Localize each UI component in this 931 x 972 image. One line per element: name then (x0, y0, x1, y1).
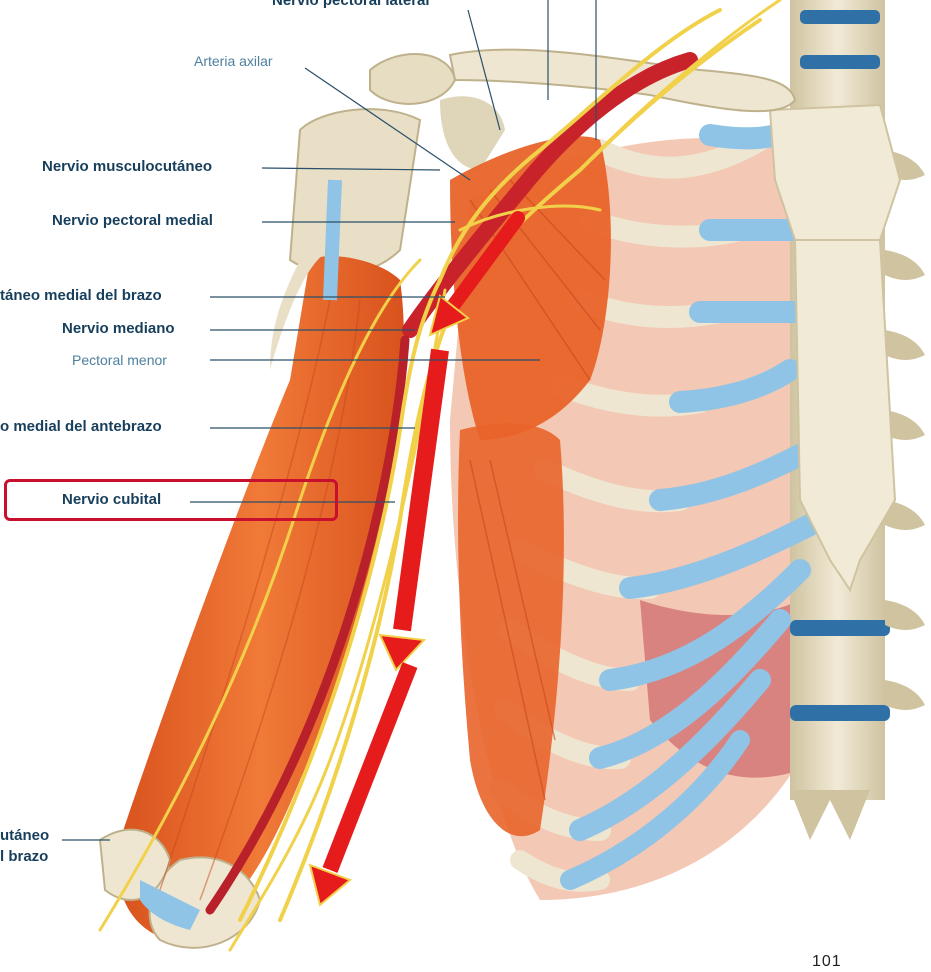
label-nervio-musculocutaneo: Nervio musculocutáneo (42, 158, 213, 175)
nerve-path-arrows (308, 211, 525, 907)
label-cutaneo-bottom-line2: l brazo (0, 848, 49, 865)
leader-lines (62, 0, 597, 841)
page-number: 101 (812, 953, 842, 970)
label-pectoral-menor: Pectoral menor (72, 352, 167, 368)
label-nervio-pectoral-lateral: Nervio pectoral lateral (272, 0, 430, 9)
label-nervio-mediano: Nervio mediano (62, 320, 175, 337)
label-cutaneo-bottom-line1: utáneo (0, 827, 50, 844)
chest-muscles (450, 136, 611, 837)
label-nervio-cubital: Nervio cubital (62, 491, 162, 508)
label-arteria-axilar: Arteria axilar (194, 53, 273, 69)
label-cutaneo-medial-brazo: táneo medial del brazo (0, 287, 162, 304)
sternum (768, 103, 902, 593)
highlight-box (4, 479, 338, 521)
axillary-artery (205, 52, 698, 915)
label-medial-antebrazo: o medial del antebrazo (0, 418, 162, 435)
label-nervio-pectoral-medial: Nervio pectoral medial (52, 212, 213, 229)
